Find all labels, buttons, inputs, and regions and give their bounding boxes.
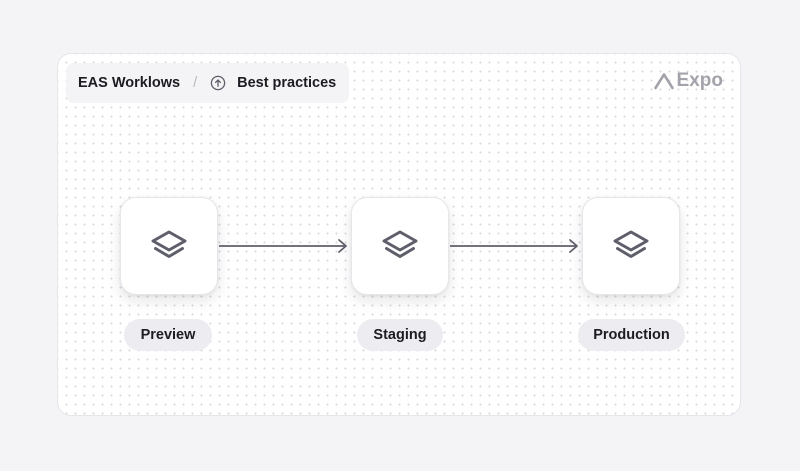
expo-logo-icon [653,73,674,90]
breadcrumb: EAS Worklows / Best practices [66,63,350,103]
stage-node-production[interactable] [582,197,680,295]
stage-node-staging[interactable] [351,197,449,295]
workflow-card: EAS Worklows / Best practices Expo [57,53,741,416]
layers-icon [613,230,649,258]
stage-label-preview: Preview [124,319,212,351]
arrow-up-circle-icon [210,75,226,91]
layers-icon [382,230,418,258]
stage-node-preview[interactable] [120,197,218,295]
arrow-staging-to-production [450,239,578,253]
breadcrumb-root[interactable]: EAS Worklows [78,75,181,91]
layers-icon [151,230,187,258]
stage-label-production: Production [578,319,685,351]
breadcrumb-current[interactable]: Best practices [237,75,337,91]
breadcrumb-separator: / [193,75,198,91]
arrow-preview-to-staging [219,239,347,253]
brand-logo: Expo [653,70,723,92]
brand-name: Expo [676,70,723,91]
stage-label-staging: Staging [357,319,443,351]
